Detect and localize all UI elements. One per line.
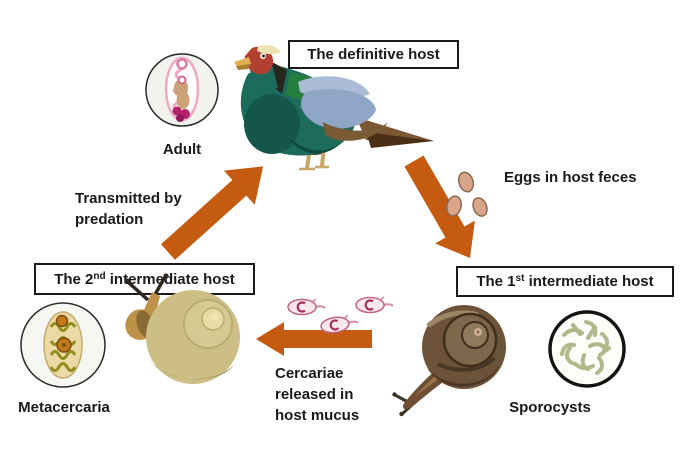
sporocysts-stage-circle [548, 310, 626, 388]
eggs-arrow-icon [404, 155, 475, 258]
metacercaria-stage-circle [20, 302, 106, 388]
adult-label: Adult [162, 141, 202, 158]
eggs-in-host-feces-label: Eggs in host feces [504, 169, 637, 186]
brown-snail-illustration [392, 305, 506, 417]
sporocysts-label: Sporocysts [509, 399, 591, 416]
first-intermediate-host-label: The 1st intermediate host [476, 273, 654, 290]
transmitted-by-predation-label: Transmitted by predation [75, 190, 182, 228]
pale-snail-illustration [124, 273, 240, 384]
definitive-host-box: The definitive host [288, 40, 459, 69]
adult-stage-circle [145, 53, 219, 127]
second-intermediate-host-label: The 2nd intermediate host [54, 270, 235, 288]
metacercaria-label: Metacercaria [18, 399, 110, 416]
first-intermediate-host-box: The 1st intermediate host [456, 266, 674, 297]
eggs-illustration [446, 171, 488, 217]
cercariae-illustration [287, 296, 394, 334]
second-intermediate-host-box: The 2nd intermediate host [34, 263, 255, 295]
predation-arrow-icon [160, 166, 264, 260]
definitive-host-label: The definitive host [307, 46, 440, 63]
pheasant-illustration [234, 45, 434, 171]
cercariae-released-label: Cercariae released in host mucus [275, 365, 360, 424]
